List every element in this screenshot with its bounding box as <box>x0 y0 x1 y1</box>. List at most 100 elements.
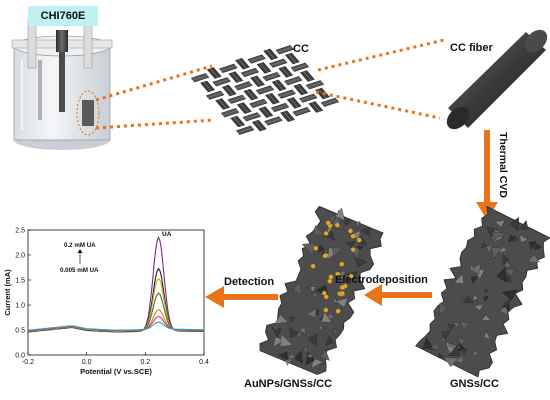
gns-cc-label: GNSs/CC <box>450 378 499 390</box>
graphene-sheet <box>274 314 289 324</box>
cc-label: CC <box>293 43 309 55</box>
weave-highlight <box>292 64 308 70</box>
graphene-sheet <box>334 207 346 222</box>
graphene-sheet <box>447 343 454 349</box>
electrochemical-cell <box>11 19 113 150</box>
y-tick-label: 2.0 <box>15 253 25 260</box>
thermal-cvd-arrow <box>476 130 498 220</box>
weave-highlight <box>303 71 312 81</box>
gold-nanoparticle <box>339 290 345 296</box>
annotation-high-conc: 0.2 mM UA <box>64 242 96 249</box>
graphene-sheet <box>272 325 279 331</box>
cc-fiber <box>446 29 548 130</box>
graphene-sheet <box>292 282 302 296</box>
weave-highlight <box>260 63 269 73</box>
graphene-sheet <box>490 247 504 260</box>
weave-highlight <box>322 99 338 105</box>
graphene-sheet <box>306 353 314 359</box>
graphene-sheet <box>508 234 518 243</box>
electrodeposition-arrow <box>364 284 432 306</box>
weave-highlight <box>261 107 270 117</box>
graphene-sheet <box>483 295 489 303</box>
graphene-sheet <box>360 227 370 237</box>
weave-highlight <box>277 47 293 53</box>
gold-nanoparticle <box>348 228 353 234</box>
gold-nanoparticle <box>322 253 328 259</box>
weave-highlight <box>275 80 284 90</box>
x-tick-label: -0.2 <box>22 359 34 366</box>
gold-nanoparticle <box>356 237 362 243</box>
annotation-peak: UA <box>162 231 172 238</box>
gold-nanoparticle <box>321 290 327 296</box>
weave-highlight <box>281 67 290 77</box>
graphene-sheet <box>354 257 368 268</box>
graphene-sheet <box>502 298 511 306</box>
graphene-sheet <box>297 326 307 335</box>
weave-highlight <box>283 111 292 121</box>
gold-nanoparticle <box>327 278 333 284</box>
graphene-sheet <box>332 328 340 335</box>
graphene-sheet <box>470 276 479 285</box>
graphene-sheet <box>319 326 325 331</box>
weave-highlight <box>307 82 323 88</box>
graphene-sheet <box>493 231 504 242</box>
weave-highlight <box>210 68 219 78</box>
electrodeposition-label: Electrodeposition <box>335 274 428 286</box>
y-tick-label: 1.0 <box>15 303 25 310</box>
graphene-sheet <box>481 314 491 321</box>
weave-highlight <box>266 118 281 124</box>
graphene-sheet <box>288 353 297 360</box>
graphene-sheet <box>430 342 441 350</box>
x-tick-label: 0.2 <box>140 359 150 366</box>
weave-highlight <box>242 69 258 76</box>
graphene-sheet <box>307 332 318 348</box>
weave-highlight <box>221 65 236 72</box>
gold-nanoparticle <box>339 261 345 267</box>
graphene-sheet <box>332 247 343 258</box>
graphene-sheet <box>293 350 304 365</box>
graphene-sheet <box>528 241 537 250</box>
graphene-sheet <box>313 225 324 236</box>
weave-highlight <box>225 85 234 96</box>
graphene-sheet <box>306 307 317 318</box>
graphene-sheet <box>355 221 361 228</box>
graphene-sheet <box>453 273 464 284</box>
weave-highlight <box>272 104 288 111</box>
graphene-sheet <box>512 234 519 243</box>
graphene-sheet <box>460 348 467 356</box>
weave-highlight <box>236 83 251 89</box>
weave-highlight <box>251 100 266 107</box>
dpv-series-line <box>27 321 204 331</box>
graphene-sheet <box>454 355 464 364</box>
graphene-sheet <box>519 234 529 243</box>
weave-highlight <box>264 73 279 80</box>
graphene-sheet <box>457 337 466 347</box>
y-tick-label: 1.5 <box>15 278 25 285</box>
graphene-sheet <box>335 297 349 308</box>
plot-frame <box>27 229 205 356</box>
graphene-sheet <box>277 351 289 362</box>
graphene-sheet <box>472 294 478 301</box>
gold-nanoparticle <box>339 285 345 290</box>
gold-nanoparticle <box>323 231 329 236</box>
weave-highlight <box>311 102 320 112</box>
weave-highlight <box>318 88 327 99</box>
gold-nanoparticle <box>323 294 329 300</box>
graphene-sheet <box>496 266 508 283</box>
graphene-sheet <box>480 242 489 249</box>
graphene-sheet <box>325 335 334 346</box>
weave-highlight <box>192 75 208 81</box>
x-tick-label: 0.4 <box>199 359 209 366</box>
weave-highlight <box>207 92 223 98</box>
graphene-sheet <box>311 293 318 298</box>
graphene-sheet <box>328 214 336 224</box>
graphene-sheet <box>501 289 518 301</box>
weave-highlight <box>240 103 249 113</box>
weave-highlight <box>290 98 299 108</box>
weave-highlight <box>244 114 259 120</box>
x-axis-label: Potential (V vs.SCE) <box>80 367 152 376</box>
zoom-line-fiber-lower <box>315 90 441 120</box>
y-tick-label: 2.5 <box>15 228 25 235</box>
weave-highlight <box>266 49 275 60</box>
